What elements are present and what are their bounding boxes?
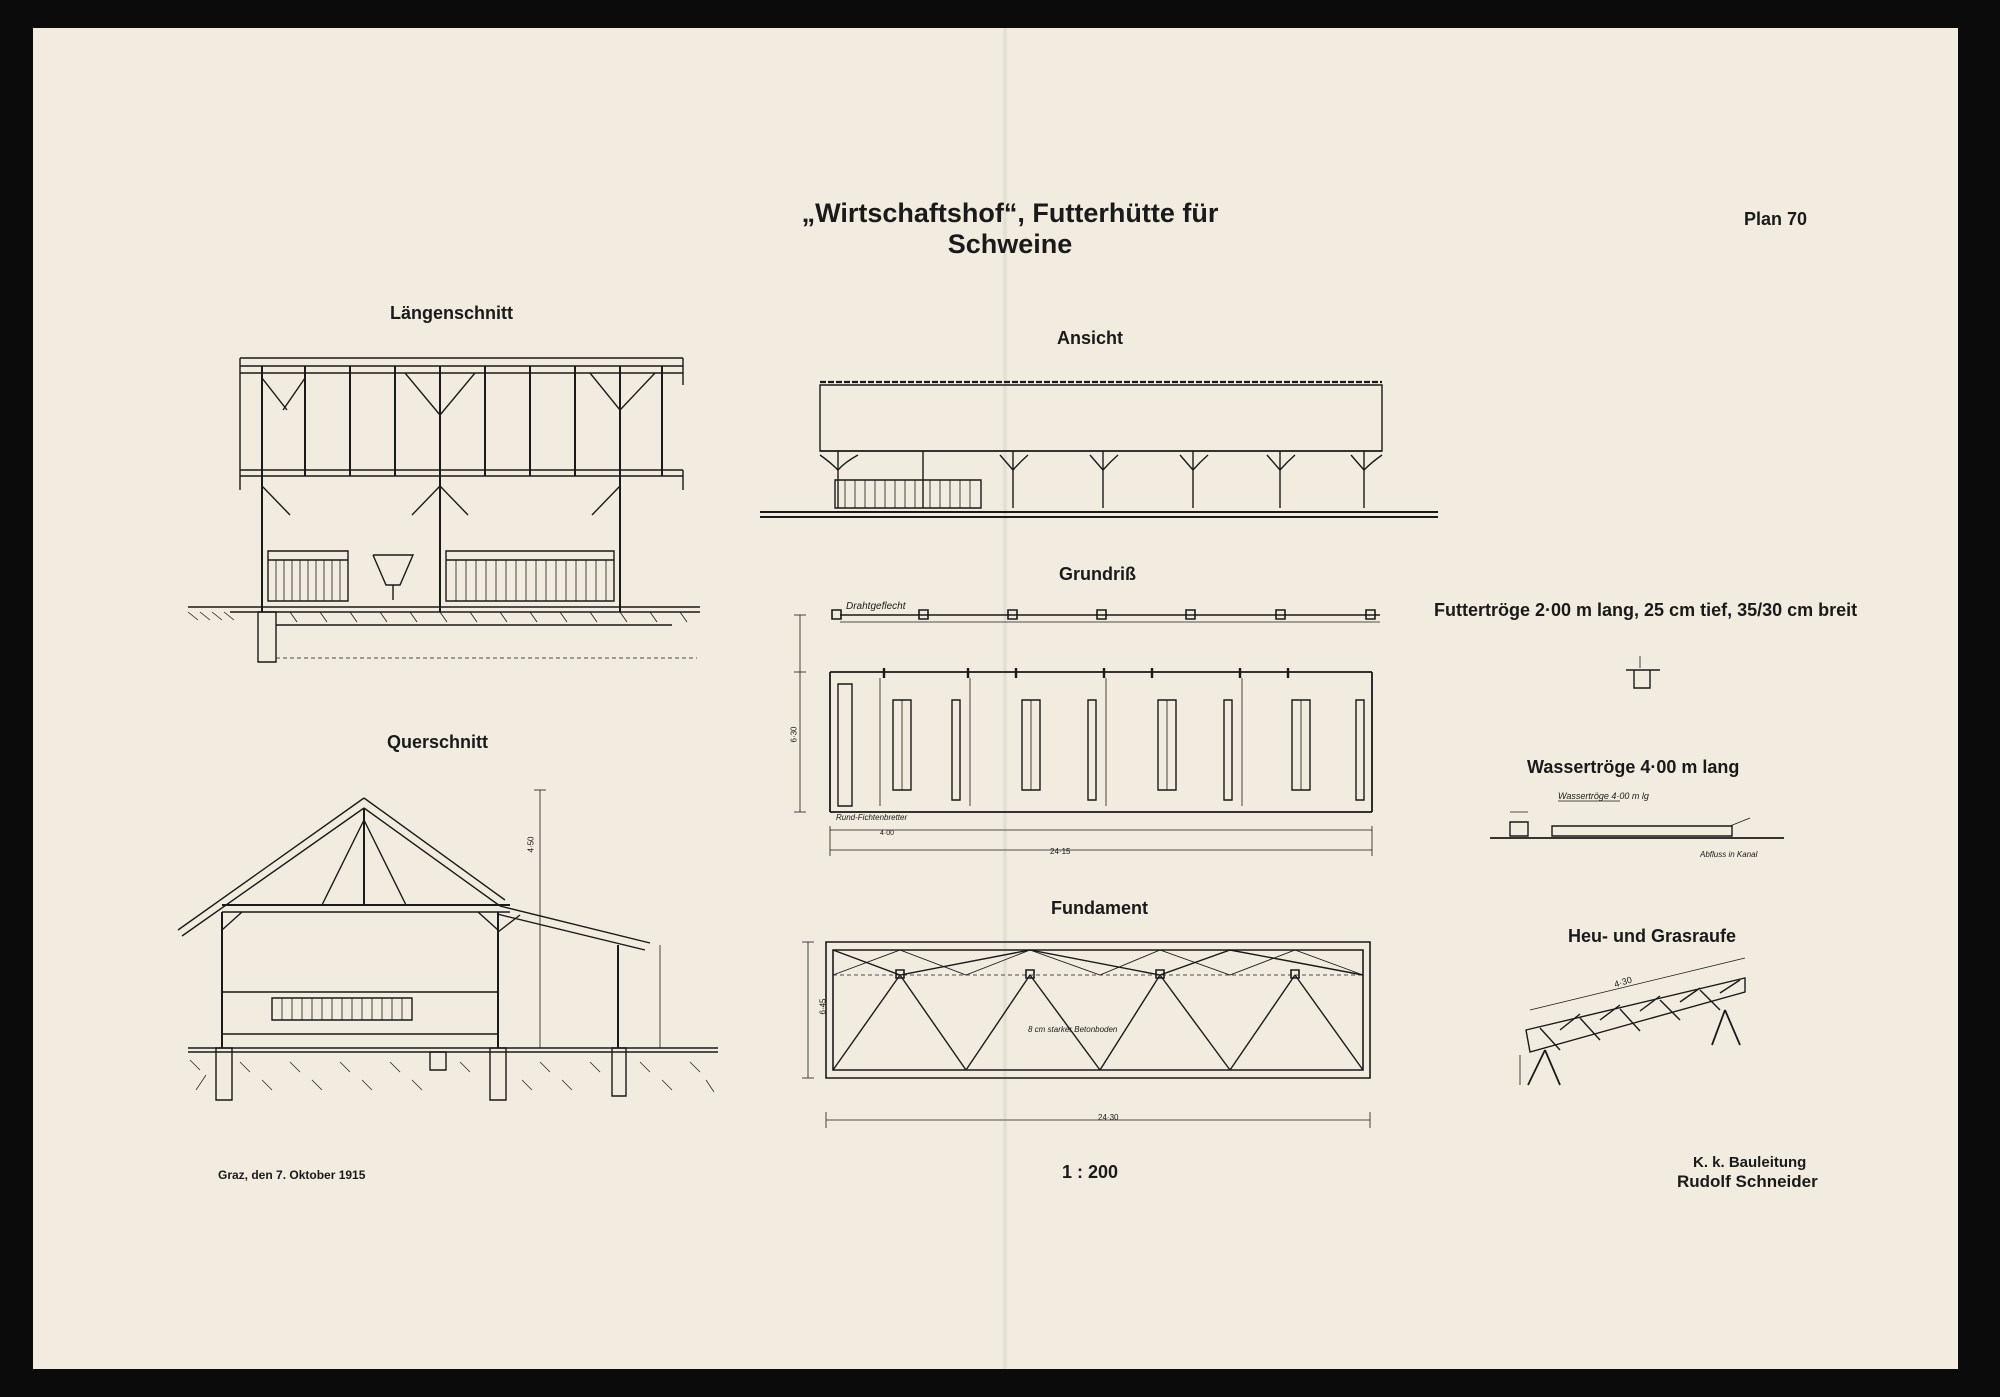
wassertrog-detail xyxy=(1490,801,1784,838)
drawing-sheet xyxy=(33,28,1958,1369)
title-line-1: „Wirtschaftshof“, Futterhütte für xyxy=(801,198,1219,228)
ansicht-drawing xyxy=(760,382,1438,517)
abfluss-note: Abfluss in Kanal xyxy=(1700,850,1758,859)
title-line-2: Schweine xyxy=(947,229,1073,259)
grundriss-bottom-note: Rund-Fichtenbretter xyxy=(836,813,908,822)
view-title-laengenschnitt: Längenschnitt xyxy=(390,303,514,323)
view-title-grundriss: Grundriß xyxy=(1059,564,1136,584)
grundriss-drawing xyxy=(794,610,1380,856)
futtertrog-detail xyxy=(1626,656,1660,688)
detail-title-wassertroege: Wassertröge 4·00 m lang xyxy=(1527,757,1740,777)
detail-title-raufe: Heu- und Grasraufe xyxy=(1568,926,1737,946)
grundriss-total-dim: 24·15 xyxy=(1050,847,1071,856)
wasser-note: Wassertröge 4·00 m lg xyxy=(1558,791,1649,801)
authority-line-1: K. k. Bauleitung xyxy=(1693,1154,1807,1171)
fundament-total-dim: 24·30 xyxy=(1098,1113,1119,1122)
place-date: Graz, den 7. Oktober 1915 xyxy=(218,1168,366,1182)
fundament-note: 8 cm starker Betonboden xyxy=(1028,1025,1118,1034)
center-fold xyxy=(1002,28,1008,1369)
grundriss-bay-dim: 4·00 xyxy=(880,830,895,837)
laengenschnitt-drawing xyxy=(188,358,700,662)
querschnitt-drawing xyxy=(178,790,718,1100)
plan-number: Plan 70 xyxy=(1744,209,1808,229)
raufe-detail xyxy=(1520,958,1745,1085)
grundriss-top-note: Drahtgeflecht xyxy=(846,601,906,612)
scale: 1 : 200 xyxy=(1062,1162,1119,1182)
view-title-ansicht: Ansicht xyxy=(1057,328,1124,348)
view-title-querschnitt: Querschnitt xyxy=(387,732,489,752)
fundament-drawing xyxy=(802,942,1370,1128)
view-title-fundament: Fundament xyxy=(1051,898,1148,918)
authority-line-2: Rudolf Schneider xyxy=(1677,1172,1818,1191)
detail-title-futtertroege: Futtertröge 2·00 m lang, 25 cm tief, 35/… xyxy=(1434,600,1858,620)
